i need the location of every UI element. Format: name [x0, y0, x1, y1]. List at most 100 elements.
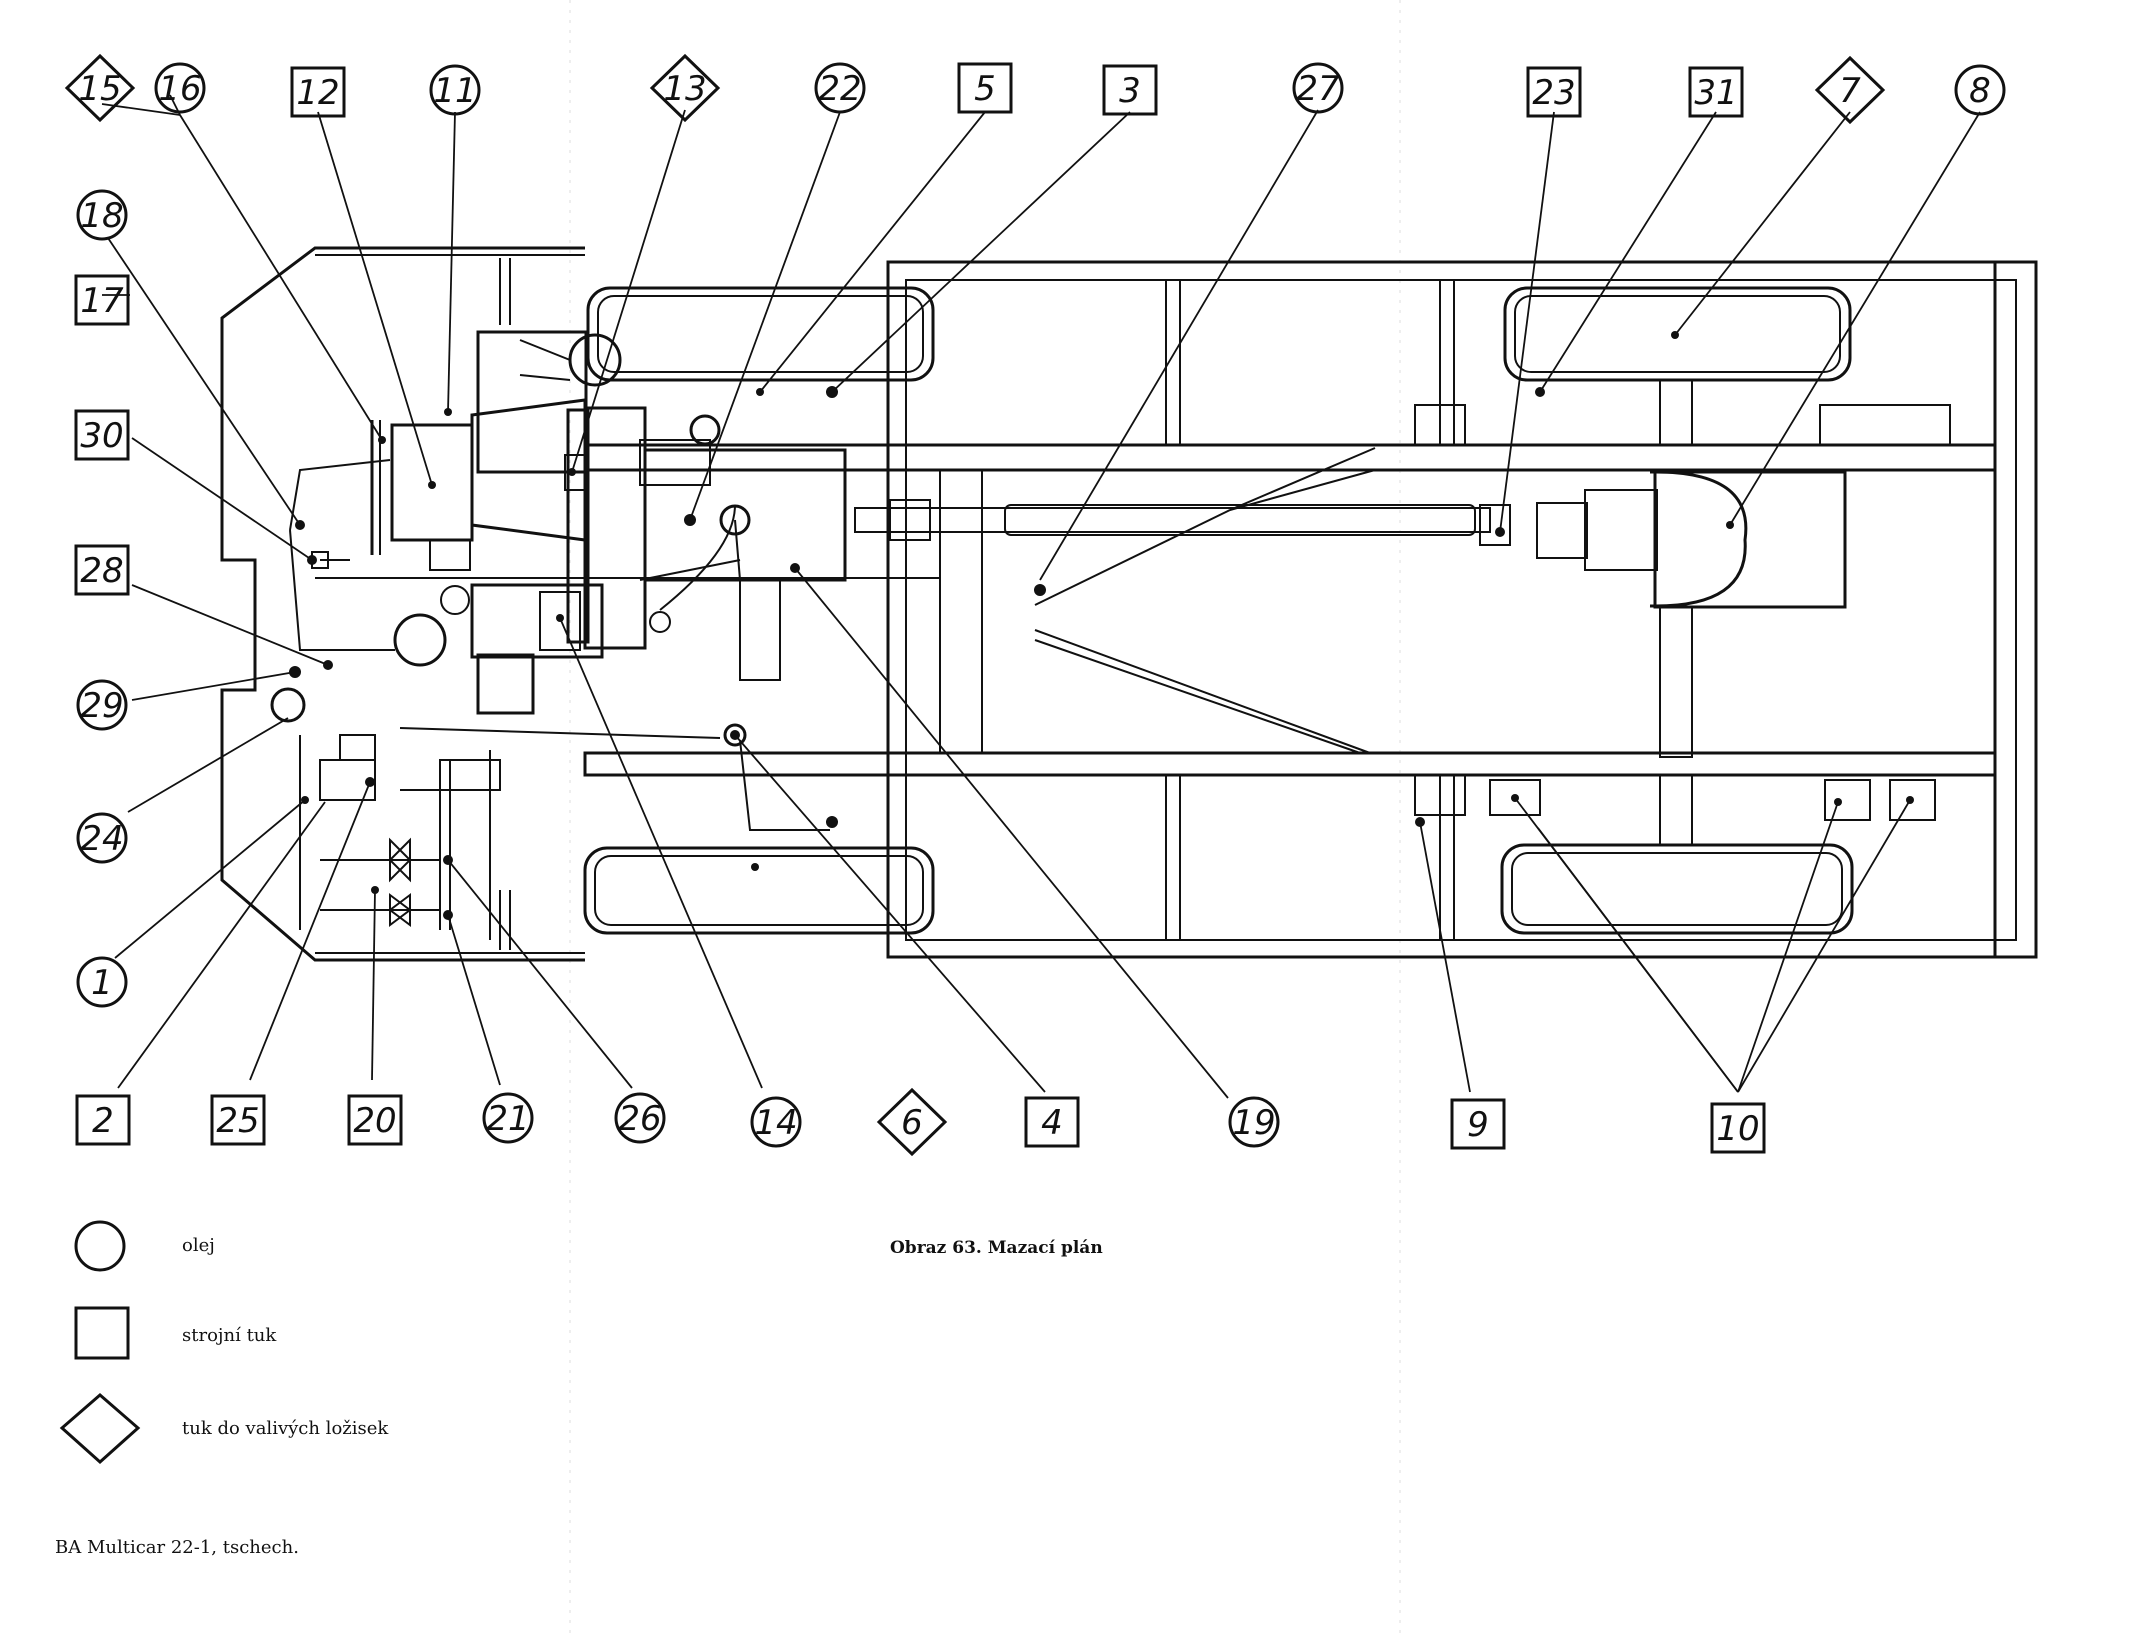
callout-square-symbol — [1024, 1096, 1080, 1148]
callout-number: 20 — [353, 1101, 396, 1141]
callout-19: 19 — [1228, 1096, 1280, 1148]
legend-label-bearing-grease: tuk do valivých ložisek — [182, 1418, 389, 1439]
callout-circle-symbol — [76, 812, 128, 864]
callout-26: 26 — [614, 1092, 666, 1144]
callout-circle-symbol — [429, 64, 481, 116]
callout-number: 2 — [92, 1101, 114, 1141]
callout-number: 7 — [1839, 71, 1861, 111]
legend-circle-symbol — [74, 1220, 126, 1272]
callout-number: 24 — [80, 819, 123, 859]
callout-circle-symbol — [482, 1092, 534, 1144]
callout-number: 23 — [1532, 73, 1575, 113]
callout-square-symbol — [75, 1094, 131, 1146]
callout-10: 10 — [1710, 1102, 1766, 1154]
legend-label-oil: olej — [182, 1235, 215, 1256]
callout-square-symbol — [347, 1094, 403, 1146]
callout-circle-symbol — [814, 62, 866, 114]
lubrication-points — [289, 331, 1914, 920]
callout-number: 8 — [1969, 71, 1991, 111]
legend-label-machine-grease: strojní tuk — [182, 1325, 277, 1346]
callout-7: 7 — [1814, 55, 1886, 125]
callout-number: 28 — [80, 551, 123, 591]
callout-number: 1 — [91, 963, 113, 1003]
callout-circle-symbol — [76, 679, 128, 731]
document-footer: BA Multicar 22-1, tschech. — [55, 1537, 299, 1558]
callout-number: 19 — [1232, 1103, 1275, 1143]
callout-square-symbol — [1688, 66, 1744, 118]
callout-circle-symbol — [614, 1092, 666, 1144]
callout-number: 26 — [618, 1099, 661, 1139]
callout-25: 25 — [210, 1094, 266, 1146]
callout-3: 3 — [1102, 64, 1158, 116]
callout-number: 27 — [1296, 69, 1340, 109]
callout-square-symbol — [1710, 1102, 1766, 1154]
callout-number: 10 — [1716, 1109, 1759, 1149]
callout-30: 30 — [74, 409, 130, 461]
callout-number: 21 — [486, 1099, 529, 1139]
callout-14: 14 — [750, 1096, 802, 1148]
callout-31: 31 — [1688, 66, 1744, 118]
callout-circle-symbol — [76, 956, 128, 1008]
legend — [59, 1220, 141, 1465]
legend-square-symbol — [74, 1306, 130, 1360]
callout-15: 15 — [64, 53, 136, 123]
callout-8: 8 — [1954, 64, 2006, 116]
callout-circle-symbol — [1292, 62, 1344, 114]
callout-square-symbol — [1526, 66, 1582, 118]
callout-number: 17 — [80, 281, 124, 321]
callout-number: 15 — [78, 69, 121, 109]
callout-circle-symbol — [154, 62, 206, 114]
callout-12: 12 — [290, 66, 346, 118]
callout-11: 11 — [429, 64, 481, 116]
callout-21: 21 — [482, 1092, 534, 1144]
callout-number: 3 — [1119, 71, 1141, 111]
callout-diamond-symbol — [1814, 55, 1886, 125]
callout-number: 31 — [1694, 73, 1737, 113]
callout-square-symbol — [74, 409, 130, 461]
callout-number: 13 — [663, 69, 706, 109]
callout-circle-symbol — [1954, 64, 2006, 116]
callout-number: 6 — [901, 1103, 923, 1143]
callout-18: 18 — [76, 189, 128, 241]
callout-square-symbol — [1102, 64, 1158, 116]
callout-circle-symbol — [76, 189, 128, 241]
callout-diamond-symbol — [64, 53, 136, 123]
callout-number: 4 — [1041, 1103, 1063, 1143]
callout-24: 24 — [76, 812, 128, 864]
callout-number: 14 — [754, 1103, 797, 1143]
legend-diamond-symbol — [59, 1393, 141, 1465]
callout-16: 16 — [154, 62, 206, 114]
callout-diamond-symbol — [876, 1087, 948, 1157]
callout-number: 11 — [433, 71, 476, 111]
callout-number: 25 — [216, 1101, 259, 1141]
callout-number: 18 — [80, 196, 123, 236]
callout-circle-symbol — [750, 1096, 802, 1148]
callout-29: 29 — [76, 679, 128, 731]
callout-number: 16 — [158, 69, 201, 109]
callout-square-symbol — [74, 544, 130, 596]
callout-number: 22 — [818, 69, 861, 109]
vehicle-chassis-drawing — [220, 246, 2038, 962]
callout-number: 30 — [80, 416, 123, 456]
callout-6: 6 — [876, 1087, 948, 1157]
callout-number: 5 — [974, 69, 996, 109]
callout-number: 9 — [1467, 1105, 1489, 1145]
callout-number: 12 — [296, 73, 339, 113]
figure-caption: Obraz 63. Mazací plán — [890, 1238, 1103, 1258]
callout-23: 23 — [1526, 66, 1582, 118]
callout-28: 28 — [74, 544, 130, 596]
callout-22: 22 — [814, 62, 866, 114]
callout-square-symbol — [74, 274, 130, 326]
callout-1: 1 — [76, 956, 128, 1008]
callout-27: 27 — [1292, 62, 1344, 114]
callout-number: 29 — [80, 686, 123, 726]
callout-4: 4 — [1024, 1096, 1080, 1148]
callout-square-symbol — [957, 62, 1013, 114]
callout-9: 9 — [1450, 1098, 1506, 1150]
leader-lines — [101, 94, 1981, 1099]
callout-square-symbol — [1450, 1098, 1506, 1150]
callout-20: 20 — [347, 1094, 403, 1146]
callout-2: 2 — [75, 1094, 131, 1146]
